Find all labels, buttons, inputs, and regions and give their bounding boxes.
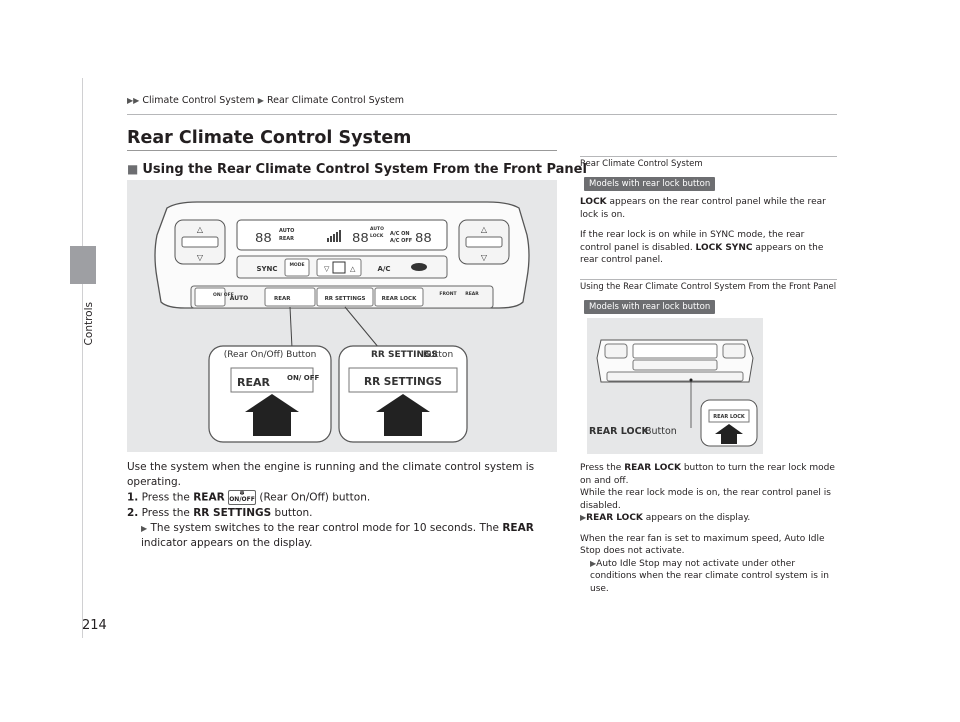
header-rule xyxy=(127,114,837,115)
note-paragraph: If the rear lock is on while in SYNC mod… xyxy=(580,230,824,265)
front-defrost-button[interactable]: FRONT xyxy=(439,291,457,297)
note-sub: ▶REAR LOCK appears on the display. xyxy=(580,513,751,523)
model-tag: Models with rear lock button xyxy=(584,176,716,191)
display-ac-on: A/C ON xyxy=(390,231,410,237)
svg-text:88: 88 xyxy=(255,231,272,247)
result-arrow-icon: ▶ xyxy=(590,558,597,568)
fig-rear-lock-bold: REAR LOCK xyxy=(589,426,650,437)
breadcrumb-arrow-icon: ▶ xyxy=(257,96,264,105)
note-rear-climate: Rear Climate Control System Models with … xyxy=(580,158,837,267)
note-paragraph: When the rear fan is set to maximum spee… xyxy=(580,533,825,557)
section-tab xyxy=(70,246,96,284)
step-2: 2. Press the RR SETTINGS button. xyxy=(127,506,313,519)
note-front-panel: Using the Rear Climate Control System Fr… xyxy=(580,281,837,319)
svg-text:▽: ▽ xyxy=(197,253,204,262)
svg-text:▽: ▽ xyxy=(481,253,488,262)
step-1: 1. Press the REAR ✽ ON/OFF (Rear On/Off)… xyxy=(127,490,371,505)
svg-text:△: △ xyxy=(481,225,488,234)
rr-settings-button[interactable]: RR SETTINGS xyxy=(325,296,366,302)
mode-button[interactable]: MODE xyxy=(289,262,304,268)
rear-lock-illustration: REAR LOCK REAR LOCK Button xyxy=(589,339,758,447)
zoom-rr-settings-label: RR SETTINGS xyxy=(364,376,442,388)
display-ac-off: A/C OFF xyxy=(390,238,412,244)
svg-text:△: △ xyxy=(350,265,356,273)
sidebar-label: Controls xyxy=(83,302,95,346)
note-paragraph: LOCK appears on the rear control panel w… xyxy=(580,197,826,220)
page-number: 214 xyxy=(82,618,107,633)
press-arrow-icon xyxy=(376,394,430,436)
result-arrow-icon: ▶ xyxy=(580,513,587,522)
breadcrumb: ▶▶ Climate Control System ▶ Rear Climate… xyxy=(127,95,404,106)
callout-right-rest: Button xyxy=(423,350,453,360)
svg-text:88: 88 xyxy=(352,231,369,247)
svg-text:88: 88 xyxy=(415,231,432,247)
note-paragraph: Press the REAR LOCK button to turn the r… xyxy=(580,463,835,486)
section-heading: ■Using the Rear Climate Control System F… xyxy=(127,162,587,177)
rear-defrost-button[interactable]: REAR xyxy=(465,291,479,297)
auto-button[interactable]: AUTO xyxy=(230,295,249,302)
fan-onoff-button[interactable]: ON/ OFF xyxy=(213,292,234,298)
zoom-onoff-label: ON/ OFF xyxy=(287,374,320,382)
display-auto-a: AUTO xyxy=(279,228,294,234)
callout-left-label: (Rear On/Off) Button xyxy=(224,350,317,360)
press-arrow-icon xyxy=(245,394,299,436)
note-sub: ▶Auto Idle Stop may not activate under o… xyxy=(590,558,829,594)
note-rule xyxy=(580,156,837,157)
climate-panel-figure: △ ▽ △ ▽ 88 AUTO REAR 88 AUTO LOCK A/C ON… xyxy=(127,180,557,452)
side-rule xyxy=(82,78,83,638)
title-rule xyxy=(127,150,557,151)
step-2-result: ▶ The system switches to the rear contro… xyxy=(141,521,534,549)
sync-button[interactable]: SYNC xyxy=(256,265,277,273)
square-bullet-icon: ■ xyxy=(127,162,139,176)
fan-onoff-icon: ✽ ON/OFF xyxy=(228,490,257,505)
note-title: Using the Rear Climate Control System Fr… xyxy=(580,282,837,292)
press-arrow-icon xyxy=(715,424,743,444)
instructions: Use the system when the engine is runnin… xyxy=(127,460,557,551)
climate-panel-illustration: △ ▽ △ ▽ 88 AUTO REAR 88 AUTO LOCK A/C ON… xyxy=(154,201,530,443)
breadcrumb-item-1[interactable]: Climate Control System xyxy=(142,95,255,106)
fig-rear-lock-rest: Button xyxy=(645,426,677,437)
svg-text:△: △ xyxy=(197,225,204,234)
rear-lock-button[interactable]: REAR LOCK xyxy=(382,296,417,302)
display-lock: LOCK xyxy=(370,233,384,239)
display-auto-b: AUTO xyxy=(370,226,384,232)
model-tag: Models with rear lock button xyxy=(584,299,716,314)
note-title: Rear Climate Control System xyxy=(580,159,703,169)
intro-text: Use the system when the engine is runnin… xyxy=(127,461,535,488)
svg-text:▽: ▽ xyxy=(324,265,330,273)
result-arrow-icon: ▶ xyxy=(141,523,148,533)
note-rule xyxy=(580,279,837,280)
breadcrumb-arrow-icon: ▶▶ xyxy=(127,96,140,105)
zoom-rear-label: REAR xyxy=(237,376,270,389)
rear-onoff-button[interactable]: REAR xyxy=(274,296,291,302)
breadcrumb-item-2[interactable]: Rear Climate Control System xyxy=(266,95,405,106)
note-front-panel-body: Press the REAR LOCK button to turn the r… xyxy=(580,462,837,595)
page-title: Rear Climate Control System xyxy=(127,128,412,148)
display-rear-a: REAR xyxy=(279,236,294,242)
ac-button[interactable]: A/C xyxy=(377,265,390,273)
note-paragraph: While the rear lock mode is on, the rear… xyxy=(580,488,831,511)
zoom-rear-lock-label: REAR LOCK xyxy=(713,414,746,420)
rear-lock-figure: REAR LOCK REAR LOCK Button xyxy=(587,318,763,454)
callout-right-bold: RR SETTINGS xyxy=(371,350,438,360)
